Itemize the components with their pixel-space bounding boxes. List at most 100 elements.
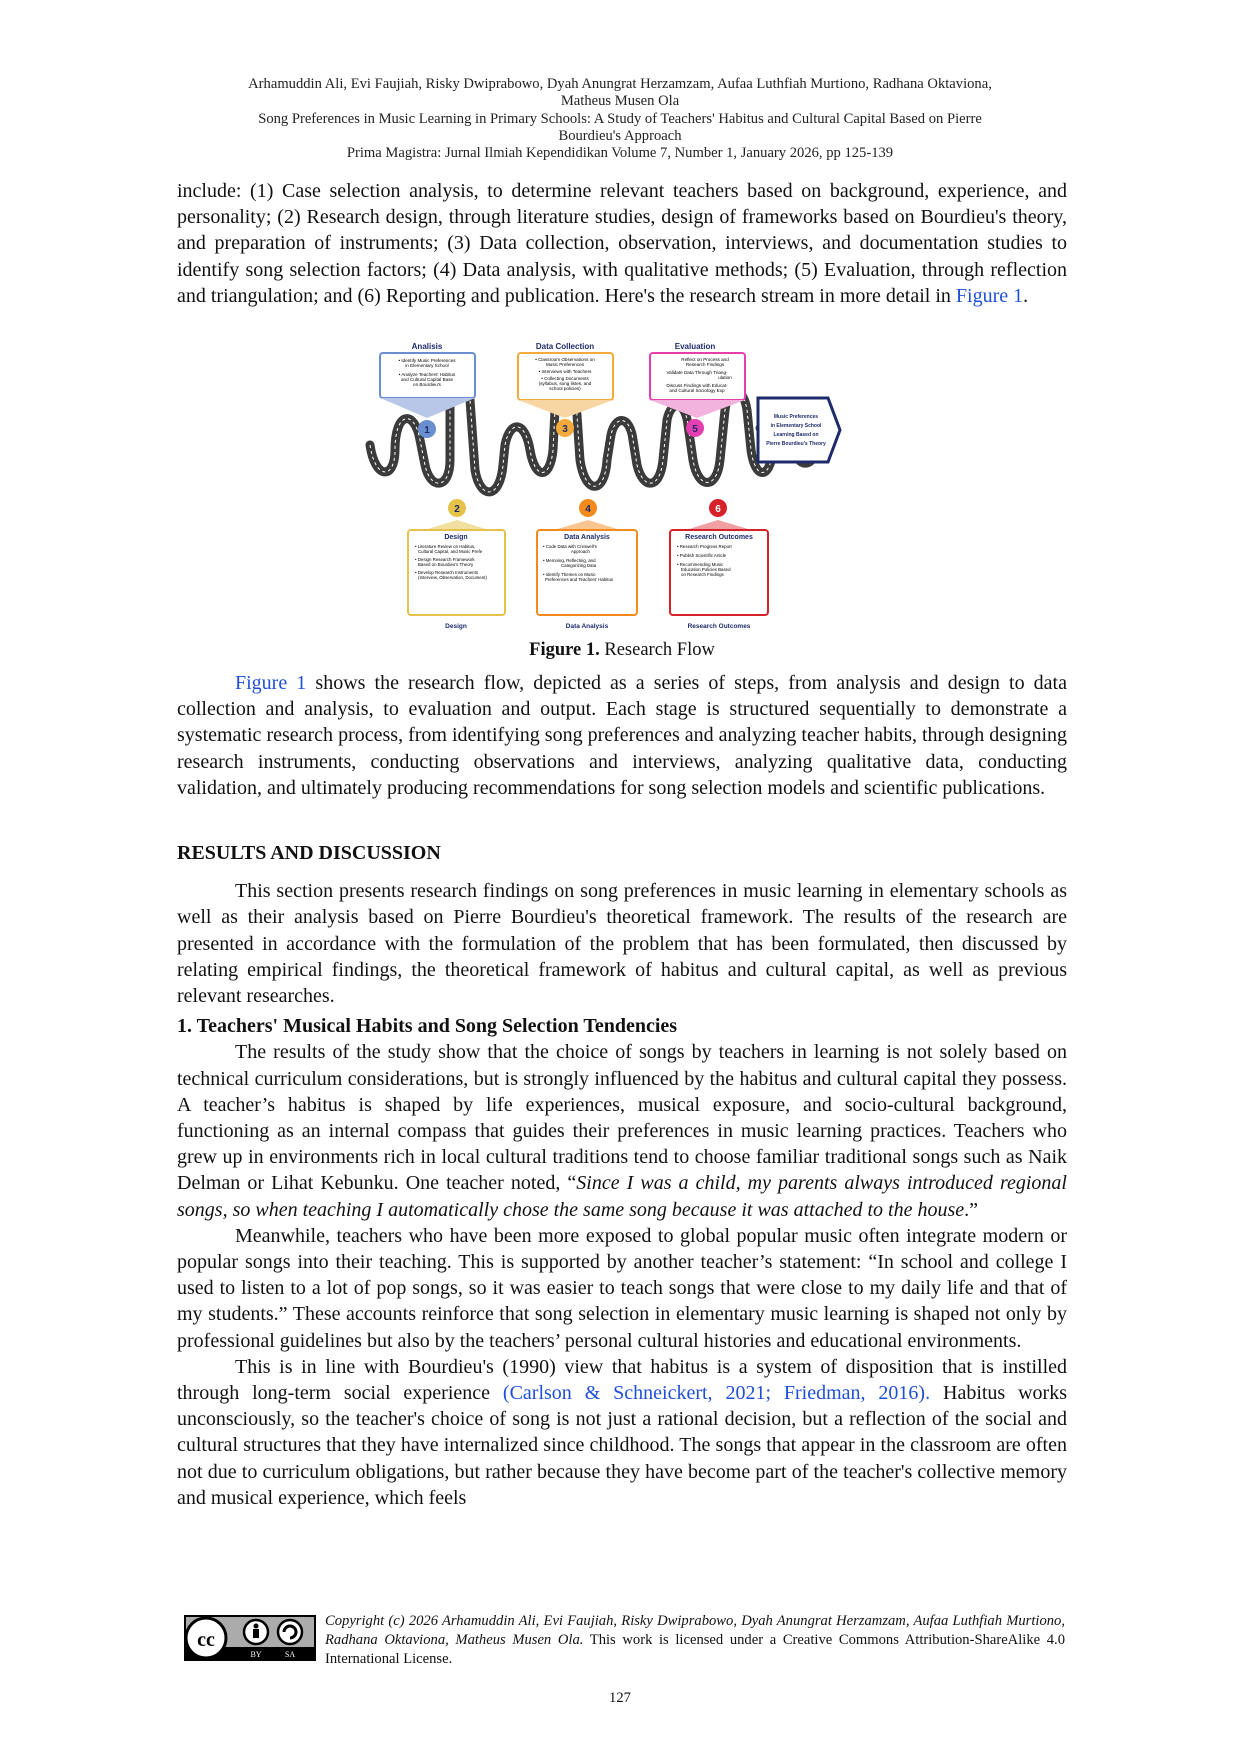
cc-by-sa-license-icon[interactable]: cc BY SA bbox=[184, 1615, 316, 1661]
header-journal: Prima Magistra: Jurnal Ilmiah Kependidik… bbox=[346, 145, 894, 162]
page-number: 127 bbox=[609, 1690, 631, 1706]
results-end: .” bbox=[964, 1198, 978, 1221]
svg-text:• Develop Research Instruments: • Develop Research Instruments bbox=[415, 570, 479, 575]
svg-text:Music Preferences: Music Preferences bbox=[546, 362, 585, 367]
goal-text: Music Preferences in Elementary School L… bbox=[766, 414, 826, 447]
svg-text:• Classroom Observations on: • Classroom Observations on bbox=[535, 357, 595, 362]
caption-text: Research Flow bbox=[599, 640, 715, 660]
results-section: RESULTS AND DISCUSSION This section pres… bbox=[177, 840, 1067, 1511]
svg-text:Categorizing Data: Categorizing Data bbox=[561, 563, 597, 568]
svg-text:• Code Data with Creswell's: • Code Data with Creswell's bbox=[543, 544, 598, 549]
stage2-number-badge bbox=[448, 499, 466, 517]
teacher-quote: Since I was a child, my parents always i… bbox=[177, 1172, 1067, 1221]
svg-text:• Research Progress Report: • Research Progress Report bbox=[677, 544, 733, 549]
header-title-line2: Bourdieu's Approach bbox=[558, 127, 682, 144]
svg-text:• Publish Scientific Article: • Publish Scientific Article bbox=[677, 553, 727, 558]
svg-text:SA: SA bbox=[285, 1650, 295, 1659]
svg-text:Based on Bourdieu's Theory: Based on Bourdieu's Theory bbox=[418, 562, 474, 567]
stage2-bottom-label: Design bbox=[445, 623, 467, 630]
copyright-notice: Copyright (c) 2026 Arhamuddin Ali, Evi F… bbox=[325, 1612, 1065, 1669]
svg-text:Discuss Findings with Educat-: Discuss Findings with Educat- bbox=[666, 383, 728, 388]
stage1-items: • Identify Music Preferences in Elementa… bbox=[398, 358, 456, 387]
header-authors-line2: Matheus Musen Ola bbox=[560, 93, 680, 110]
svg-text:in Elementary School: in Elementary School bbox=[771, 423, 822, 429]
figure-caption: Figure 1. Research Flow bbox=[177, 640, 1067, 661]
svg-text:Reflect on Process and: Reflect on Process and bbox=[681, 357, 729, 362]
stage2-number: 2 bbox=[454, 504, 460, 515]
svg-text:and Cultural Capital Base: and Cultural Capital Base bbox=[401, 377, 454, 382]
stage6-items: • Research Progress Report • Publish Sci… bbox=[677, 544, 733, 577]
svg-text:• Literature Review on Habitus: • Literature Review on Habitus, bbox=[415, 544, 475, 549]
goal-arrow bbox=[756, 396, 842, 464]
running-header: Arhamuddin Ali, Evi Faujiah, Risky Dwipr… bbox=[150, 76, 1090, 162]
intro-text: include: (1) Case selection analysis, to… bbox=[177, 180, 1067, 307]
figure-1-link[interactable]: Figure 1 bbox=[955, 284, 1024, 307]
stage2-box bbox=[407, 529, 506, 616]
section-intro-paragraph: This section presents research findings … bbox=[177, 880, 1067, 1008]
svg-text:Validate Data Through Triang-: Validate Data Through Triang- bbox=[666, 370, 728, 375]
stage4-number-badge bbox=[579, 499, 597, 517]
svg-text:Research Findings: Research Findings bbox=[686, 362, 725, 367]
svg-text:• Memoing, Reflecting, and: • Memoing, Reflecting, and bbox=[543, 558, 596, 563]
stage6-title: Research Outcomes bbox=[685, 534, 753, 541]
svg-text:(syllabus, song listes, and: (syllabus, song listes, and bbox=[539, 381, 592, 386]
svg-text:• Collecting Documents: • Collecting Documents bbox=[541, 376, 589, 381]
figure-discussion-paragraph: Figure 1 shows the research flow, depict… bbox=[177, 670, 1067, 801]
intro-paragraph: include: (1) Case selection analysis, to… bbox=[177, 178, 1067, 309]
svg-text:Preferences and Teachers' Habi: Preferences and Teachers' Habitus bbox=[545, 577, 614, 582]
copyright-holders: Copyright (c) 2026 Arhamuddin Ali, Evi F… bbox=[325, 1613, 1065, 1648]
svg-text:Learning Based on: Learning Based on bbox=[773, 432, 818, 438]
stage3-number: 3 bbox=[562, 424, 568, 435]
svg-text:• Design Research Framework: • Design Research Framework bbox=[415, 557, 475, 562]
stage1-number: 1 bbox=[424, 425, 430, 436]
stage4-title: Data Analysis bbox=[564, 534, 610, 541]
results-paragraph: The results of the study show that the c… bbox=[177, 1039, 1067, 1222]
svg-text:on Research Findings: on Research Findings bbox=[681, 572, 725, 577]
svg-text:and Cultural Sociology Exp: and Cultural Sociology Exp bbox=[669, 388, 725, 393]
stage5-title: Evaluation bbox=[675, 342, 716, 351]
svg-text:ulation: ulation bbox=[718, 375, 732, 380]
stage2-items: • Literature Review on Habitus, Cultural… bbox=[415, 544, 487, 580]
stage3-title: Data Collection bbox=[536, 342, 594, 351]
svg-text:• Identify Music Preferences: • Identify Music Preferences bbox=[398, 358, 456, 363]
results-text: The results of the study show that the c… bbox=[177, 1041, 1067, 1195]
stage1-title: Analisis bbox=[412, 342, 443, 351]
svg-text:on Bourdieu's: on Bourdieu's bbox=[413, 382, 442, 387]
stage2-title: Design bbox=[444, 534, 467, 541]
caption-label: Figure 1. bbox=[529, 640, 600, 660]
svg-text:(Interview, Observation, Docum: (Interview, Observation, Document) bbox=[418, 575, 487, 580]
stage6-number: 6 bbox=[715, 504, 721, 515]
header-title-line1: Song Preferences in Music Learning in Pr… bbox=[258, 110, 982, 127]
svg-text:Education Policies Based: Education Policies Based bbox=[681, 567, 731, 572]
research-flow-figure: Analisis • Identify Music Preferences in… bbox=[365, 342, 842, 630]
svg-text:cc: cc bbox=[197, 1629, 215, 1651]
stage4-box bbox=[536, 529, 638, 616]
svg-text:in Elementary School: in Elementary School bbox=[405, 363, 448, 368]
subsection-heading: 1. Teachers' Musical Habits and Song Sel… bbox=[177, 1015, 678, 1038]
svg-text:• Recommending Music: • Recommending Music bbox=[677, 562, 724, 567]
license-text: This work is licensed under a Creative C… bbox=[325, 1632, 1065, 1667]
stage1-number-badge bbox=[418, 420, 436, 438]
svg-text:• Interviews with Teachers: • Interviews with Teachers bbox=[539, 369, 593, 374]
svg-text:• Identify Themes on Music: • Identify Themes on Music bbox=[543, 572, 597, 577]
svg-text:• Analyze Teachers' Habitus: • Analyze Teachers' Habitus bbox=[399, 372, 456, 377]
svg-text:Music Preferences: Music Preferences bbox=[774, 414, 818, 420]
stage6-number-badge bbox=[709, 499, 727, 517]
stage3-items: • Classroom Observations on Music Prefer… bbox=[535, 357, 595, 391]
bourdieu-text-2: Habitus works unconsciously, so the teac… bbox=[177, 1382, 1067, 1509]
intro-end: . bbox=[1023, 284, 1029, 307]
bourdieu-paragraph: This is in line with Bourdieu's (1990) v… bbox=[177, 1354, 1067, 1511]
svg-text:Pierre Bourdieu's Theory: Pierre Bourdieu's Theory bbox=[766, 441, 826, 447]
section-heading: RESULTS AND DISCUSSION bbox=[177, 842, 441, 864]
figure-discussion-text: shows the research flow, depicted as a s… bbox=[177, 672, 1067, 799]
svg-text:BY: BY bbox=[250, 1650, 261, 1659]
figure-1-link-2[interactable]: Figure 1 bbox=[235, 672, 307, 694]
stage6-box bbox=[669, 529, 769, 616]
svg-text:Cultural Capital, and Music Pr: Cultural Capital, and Music Prefe bbox=[418, 549, 483, 554]
meanwhile-paragraph: Meanwhile, teachers who have been more e… bbox=[177, 1224, 1067, 1352]
stage4-number: 4 bbox=[585, 504, 591, 515]
header-authors-line1: Arhamuddin Ali, Evi Faujiah, Risky Dwipr… bbox=[248, 76, 992, 92]
svg-text:school policies): school policies) bbox=[549, 386, 581, 391]
stage4-bottom-label: Data Analysis bbox=[566, 623, 609, 630]
citation-link[interactable]: (Carlson & Schneickert, 2021; Friedman, … bbox=[502, 1382, 931, 1405]
